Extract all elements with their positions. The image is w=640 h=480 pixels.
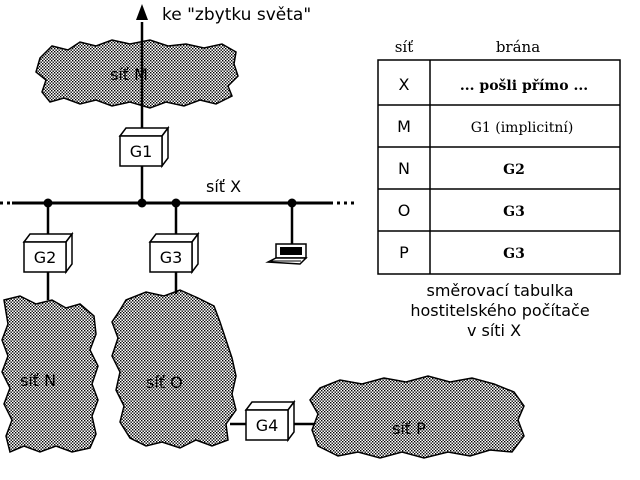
table-gateway-cell: ... pošli přímo ... bbox=[460, 78, 588, 94]
network-cloud-o bbox=[111, 289, 237, 449]
routing-table bbox=[377, 59, 621, 275]
caption-line-1: směrovací tabulka bbox=[427, 281, 574, 300]
junction-dot bbox=[171, 198, 181, 208]
network-x-label: síť X bbox=[206, 177, 241, 196]
junction-dot bbox=[43, 198, 53, 208]
network-m-label: síť M bbox=[110, 65, 148, 84]
table-header-gateway: brána bbox=[496, 38, 540, 56]
network-cloud-p bbox=[309, 375, 525, 459]
junction-dot bbox=[287, 198, 297, 208]
junction-dot bbox=[137, 198, 147, 208]
caption-line-3: v síti X bbox=[467, 321, 521, 340]
gateway-g3-label: G3 bbox=[160, 248, 183, 267]
gateway-g3 bbox=[148, 231, 200, 275]
table-gateway-cell: G3 bbox=[503, 246, 525, 262]
network-n-label: síť N bbox=[20, 371, 56, 390]
table-net-cell: N bbox=[398, 159, 410, 178]
network-o-label: síť O bbox=[146, 373, 183, 392]
table-net-cell: X bbox=[399, 75, 410, 94]
top-label: ke "zbytku světa" bbox=[162, 5, 311, 25]
table-net-cell: P bbox=[399, 243, 409, 262]
arrow-up-icon bbox=[136, 4, 148, 20]
table-gateway-cell: G2 bbox=[503, 162, 525, 178]
table-gateway-cell: G3 bbox=[503, 204, 525, 220]
caption-line-2: hostitelského počítače bbox=[410, 301, 589, 320]
gateway-g2 bbox=[22, 231, 74, 275]
table-net-cell: M bbox=[397, 117, 411, 136]
table-header-net: síť bbox=[395, 38, 414, 56]
table-gateway-cell: G1 (implicitní) bbox=[471, 120, 574, 136]
computer-terminal-icon bbox=[265, 243, 308, 265]
gateway-g2-label: G2 bbox=[34, 248, 57, 267]
network-cloud-n bbox=[1, 295, 99, 454]
network-cloud-m bbox=[35, 39, 239, 109]
table-net-cell: O bbox=[398, 201, 411, 220]
gateway-g4-label: G4 bbox=[256, 416, 279, 435]
gateway-g1-label: G1 bbox=[130, 142, 153, 161]
network-p-label: síť P bbox=[392, 419, 426, 438]
gateway-g1 bbox=[118, 125, 170, 169]
gateway-g4 bbox=[244, 399, 296, 443]
